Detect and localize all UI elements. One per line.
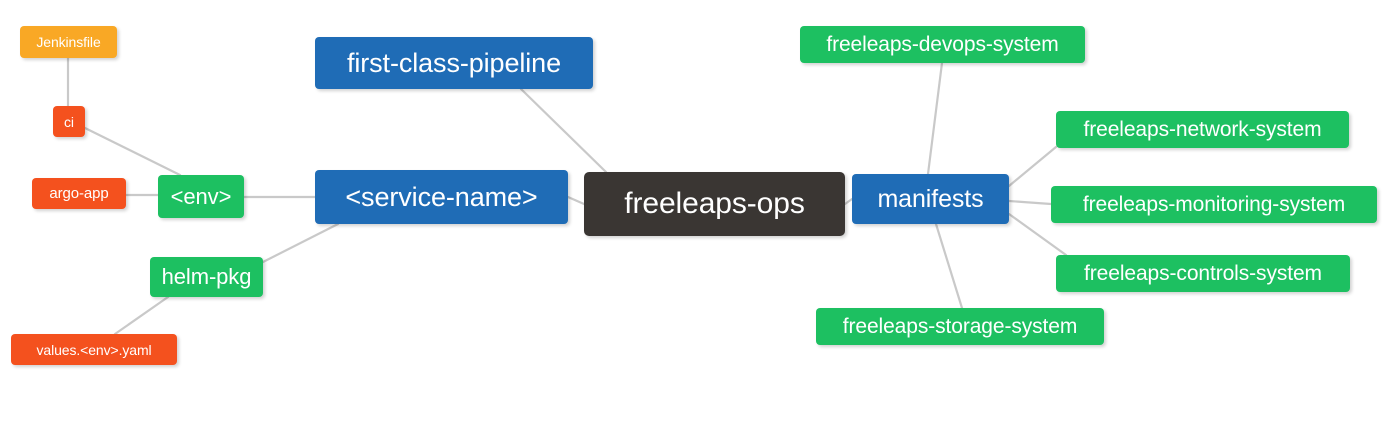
node-label: freeleaps-network-system: [1083, 118, 1322, 141]
edge-env-to-ci: [83, 126, 182, 177]
node-label: <env>: [170, 183, 232, 209]
node-freeleaps-ops[interactable]: freeleaps-ops: [584, 172, 845, 236]
node-label: <service-name>: [345, 181, 538, 212]
node-freeleaps-network-system[interactable]: freeleaps-network-system: [1056, 111, 1349, 148]
edge-helm_pkg-to-values_yaml: [113, 295, 170, 336]
edge-manifests-to-devops_system: [926, 61, 944, 176]
node-label: freeleaps-ops: [624, 187, 805, 220]
edge-service_name-to-helm_pkg: [261, 222, 340, 264]
node-label: manifests: [877, 184, 984, 213]
node-helm-pkg[interactable]: helm-pkg: [150, 257, 263, 297]
node-label: freeleaps-monitoring-system: [1082, 193, 1346, 216]
node-manifests[interactable]: manifests: [852, 174, 1009, 224]
node-values-yaml[interactable]: values.<env>.yaml: [11, 334, 177, 365]
edge-manifests-to-storage_system: [934, 222, 964, 310]
node-label: values.<env>.yaml: [36, 341, 152, 358]
node-freeleaps-controls-system[interactable]: freeleaps-controls-system: [1056, 255, 1350, 292]
node-freeleaps-storage-system[interactable]: freeleaps-storage-system: [816, 308, 1104, 345]
node-label: Jenkinsfile: [36, 34, 101, 50]
node-label: helm-pkg: [161, 264, 252, 289]
node-label: freeleaps-storage-system: [842, 315, 1078, 338]
node-argo-app[interactable]: argo-app: [32, 178, 126, 209]
node-label: ci: [64, 113, 74, 130]
edge-root-to-service_name: [566, 195, 586, 206]
node-jenkinsfile[interactable]: Jenkinsfile: [20, 26, 117, 58]
node-label: freeleaps-controls-system: [1084, 262, 1322, 285]
node-label: freeleaps-devops-system: [826, 33, 1059, 56]
node-label: first-class-pipeline: [346, 47, 562, 78]
edge-root-to-manifests: [843, 197, 854, 206]
node-label: argo-app: [49, 185, 109, 202]
node-ci[interactable]: ci: [53, 106, 85, 137]
edge-manifests-to-monitoring_system: [1007, 199, 1053, 206]
node-first-class-pipeline[interactable]: first-class-pipeline: [315, 37, 593, 89]
node-service-name[interactable]: <service-name>: [315, 170, 568, 224]
node-env[interactable]: <env>: [158, 175, 244, 218]
edge-root-to-first_class_pipeline: [519, 87, 608, 174]
edge-manifests-to-network_system: [1007, 145, 1058, 188]
node-freeleaps-monitoring-system[interactable]: freeleaps-monitoring-system: [1051, 186, 1377, 223]
node-freeleaps-devops-system[interactable]: freeleaps-devops-system: [800, 26, 1085, 63]
